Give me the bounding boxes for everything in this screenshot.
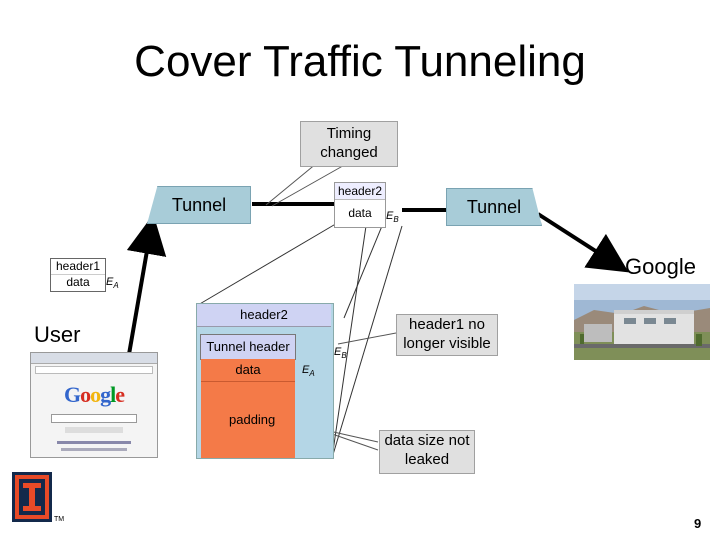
- tunnel-left-label: Tunnel: [171, 195, 227, 215]
- expand-line-1: [197, 221, 340, 306]
- top-packet-data: data: [348, 206, 372, 220]
- timing-pointer-b: [271, 162, 349, 207]
- tunnel-right: Tunnel: [446, 188, 542, 226]
- expand-line-3: [343, 225, 383, 319]
- padding-label: padding: [229, 412, 276, 427]
- expanded-tunnel-header: Tunnel header: [200, 334, 296, 360]
- header1-callout-text: header1 no longer visible: [403, 316, 491, 352]
- top-packet-key: EB: [386, 210, 399, 225]
- expand-line-4: [331, 225, 403, 459]
- timing-changed-text: Timing changed: [320, 125, 378, 161]
- timing-changed-callout: Timing changed: [300, 121, 398, 167]
- user-packet-key: EA: [106, 276, 119, 291]
- browser-thumbnail: Google: [30, 352, 158, 458]
- user-packet-data: data: [66, 275, 90, 289]
- user-to-tunnel-arrow: [126, 214, 167, 361]
- expanded-padding: padding: [201, 381, 295, 458]
- google-label: Google: [625, 254, 696, 279]
- expanded-data: data: [201, 359, 295, 381]
- slide-title: Cover Traffic Tunneling: [134, 37, 586, 86]
- header1-pointer: [337, 332, 397, 345]
- tunnel-right-label: Tunnel: [466, 197, 522, 217]
- logo-trademark: TM: [54, 516, 65, 523]
- tunnel-to-google-arrow: [536, 212, 629, 273]
- user-packet-header: header1: [51, 259, 105, 275]
- illinois-logo-icon: [12, 472, 52, 522]
- top-packet: header2 data: [334, 182, 386, 228]
- google-logo-icon: Google: [63, 382, 125, 407]
- top-packet-header: header2: [335, 183, 385, 200]
- expanded-key-outer: EB: [334, 346, 347, 361]
- expanded-outer-header: header2: [197, 304, 331, 327]
- tunnel-left: Tunnel: [147, 186, 251, 224]
- user-label: User: [34, 322, 81, 347]
- user-packet: header1 data: [50, 258, 106, 292]
- timing-pointer-a: [265, 162, 318, 206]
- data-size-callout-text: data size not leaked: [384, 432, 470, 468]
- datacenter-photo: [574, 284, 710, 360]
- header1-callout: header1 no longer visible: [396, 314, 498, 356]
- data-size-callout: data size not leaked: [379, 430, 475, 474]
- expanded-key-inner: EA: [302, 364, 315, 379]
- page-number: 9: [694, 516, 702, 531]
